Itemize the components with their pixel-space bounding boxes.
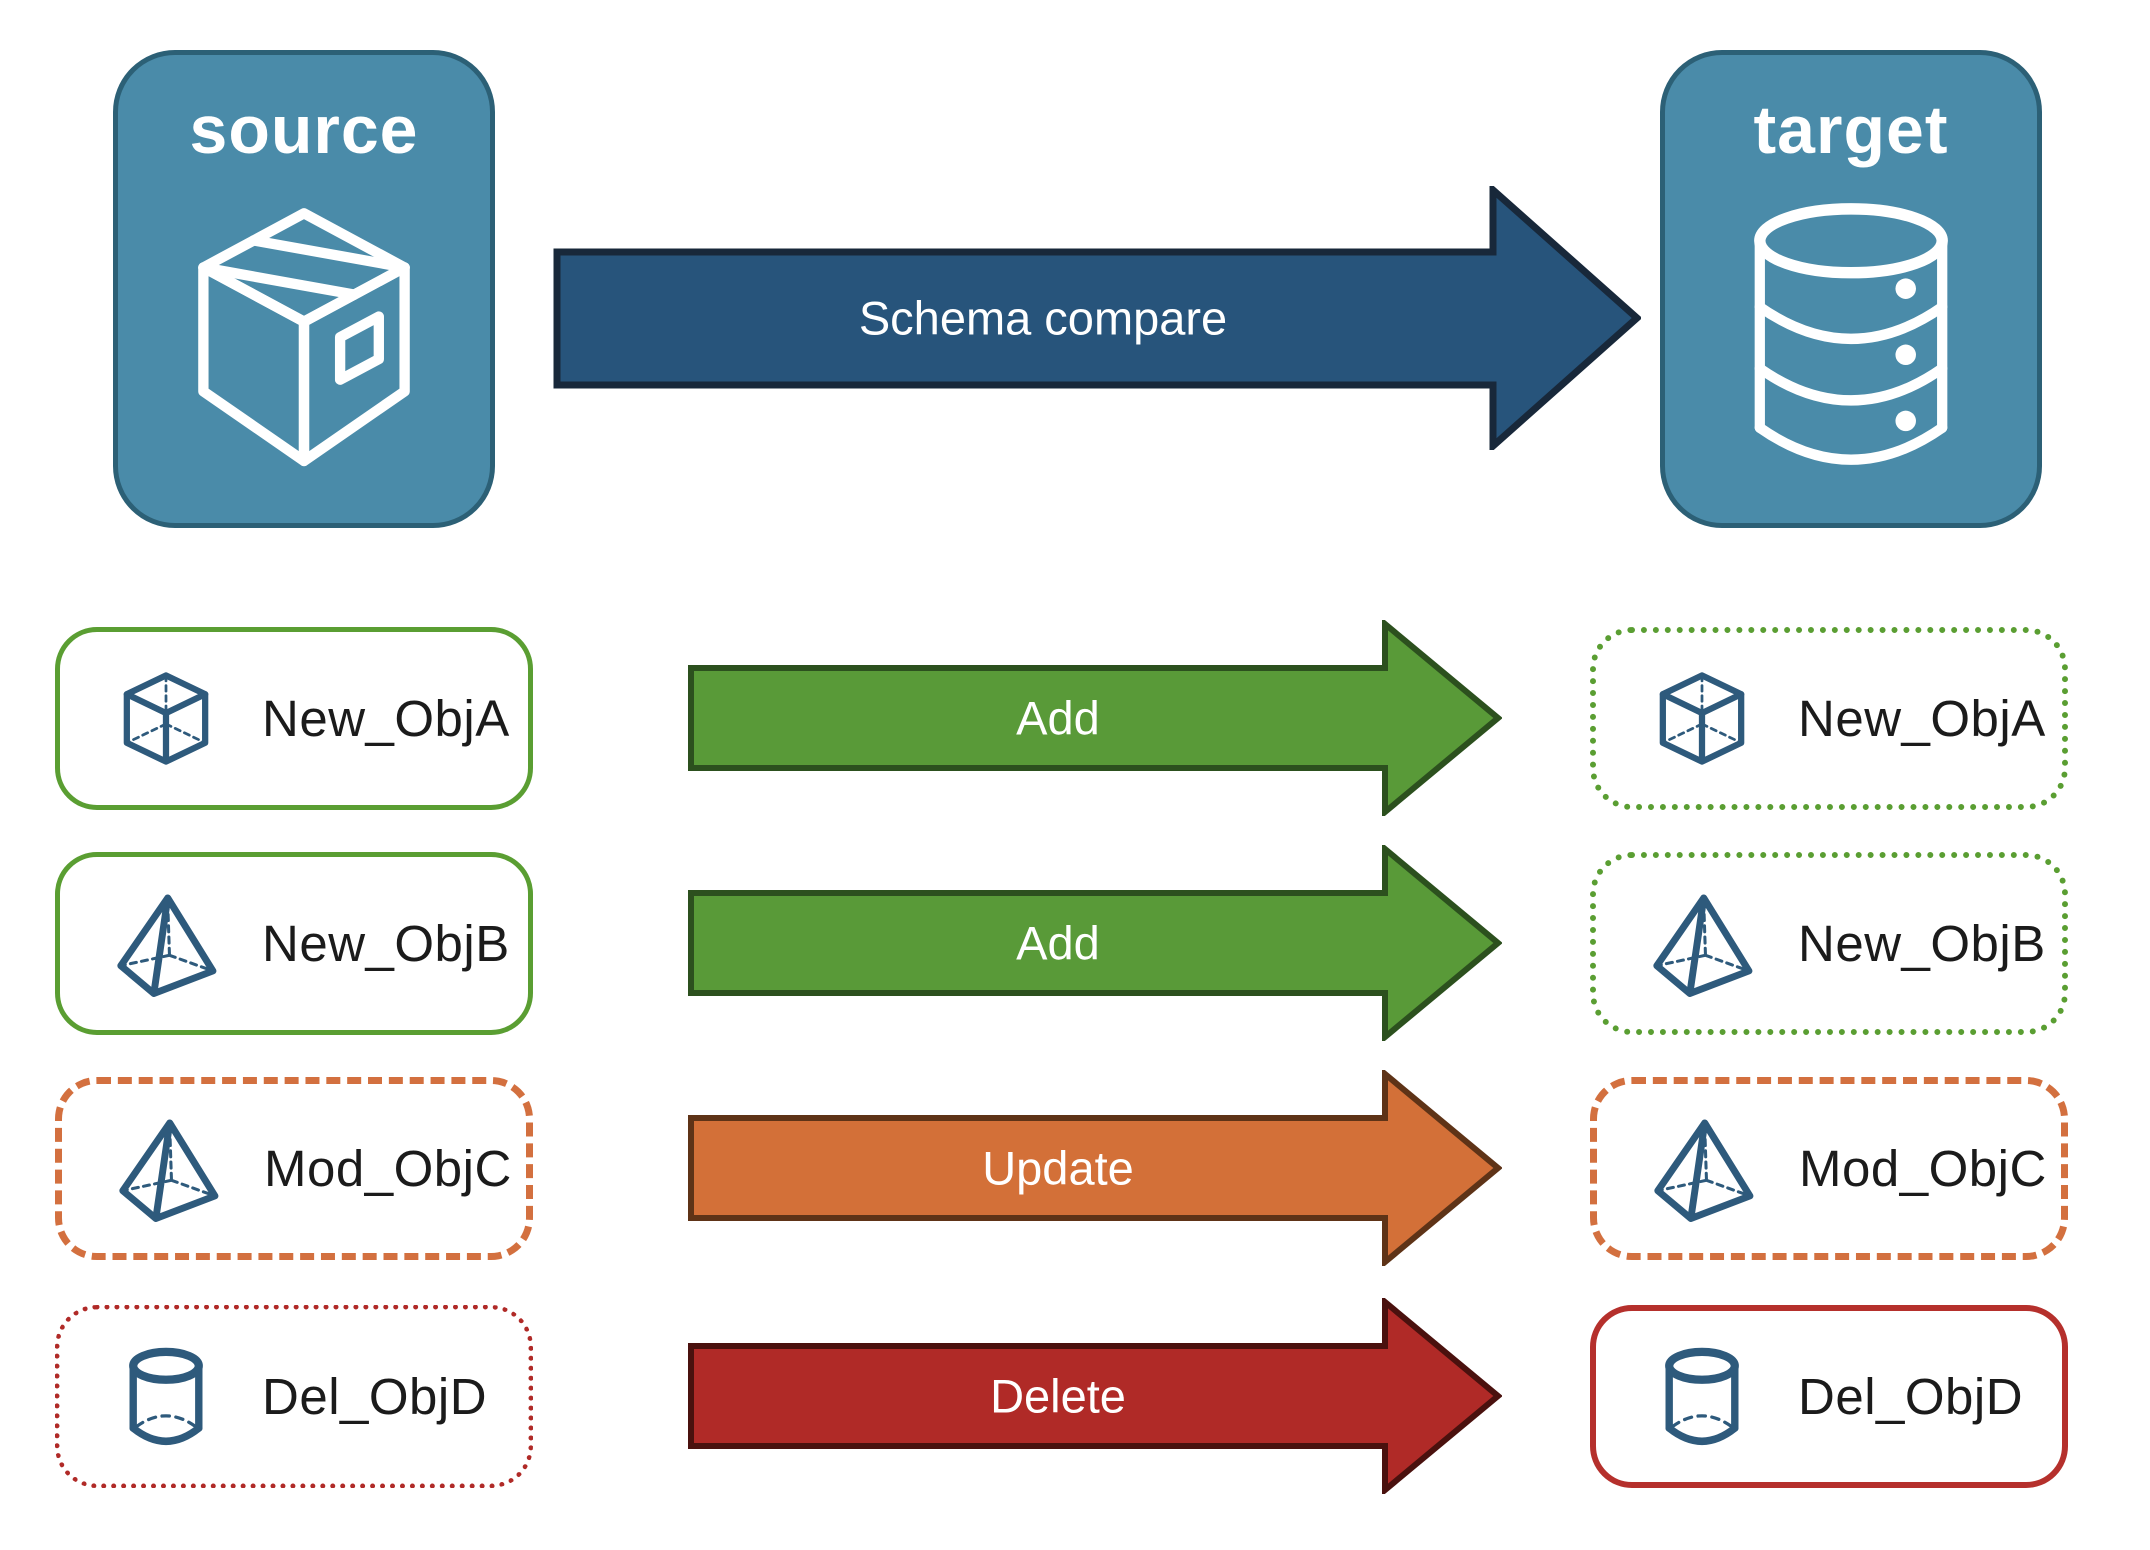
cube-icon: [108, 669, 224, 768]
target-object-new-objb: New_ObjB: [1590, 852, 2068, 1035]
database-icon: [1754, 203, 1948, 465]
target-node: target: [1660, 50, 2042, 528]
schema-compare-arrow: Schema compare: [553, 186, 1641, 450]
object-label: New_ObjA: [262, 690, 510, 747]
action-label: Update: [982, 1142, 1134, 1195]
source-object-new-obja: New_ObjA: [55, 627, 533, 810]
action-label: Add: [1016, 692, 1100, 745]
pyramid-icon: [1644, 891, 1760, 997]
object-label: New_ObjB: [262, 915, 510, 972]
action-label: Delete: [990, 1370, 1126, 1423]
target-label: target: [1753, 92, 1949, 168]
cylinder-icon: [108, 1346, 224, 1448]
target-object-new-obja: New_ObjA: [1590, 627, 2068, 810]
object-label: Mod_ObjC: [264, 1140, 512, 1197]
source-node: source: [113, 50, 495, 528]
cube-icon: [1644, 669, 1760, 768]
pyramid-icon: [110, 1116, 226, 1222]
target-object-mod-objc: Mod_ObjC: [1590, 1077, 2068, 1260]
source-object-del-objd: Del_ObjD: [55, 1305, 533, 1488]
delete-arrow: Delete: [688, 1298, 1502, 1494]
add-arrow-1: Add: [688, 620, 1502, 816]
schema-compare-label: Schema compare: [859, 292, 1227, 345]
package-icon: [198, 208, 410, 467]
object-label: Del_ObjD: [1798, 1368, 2024, 1425]
source-label: source: [189, 92, 419, 168]
object-label: Mod_ObjC: [1799, 1140, 2047, 1197]
target-object-del-objd: Del_ObjD: [1590, 1305, 2068, 1488]
source-object-mod-objc: Mod_ObjC: [55, 1077, 533, 1260]
pyramid-icon: [108, 891, 224, 997]
pyramid-icon: [1645, 1116, 1761, 1222]
action-label: Add: [1016, 917, 1100, 970]
object-label: Del_ObjD: [262, 1368, 488, 1425]
object-label: New_ObjB: [1798, 915, 2046, 972]
update-arrow: Update: [688, 1070, 1502, 1266]
source-object-new-objb: New_ObjB: [55, 852, 533, 1035]
object-label: New_ObjA: [1798, 690, 2046, 747]
add-arrow-2: Add: [688, 845, 1502, 1041]
cylinder-icon: [1644, 1346, 1760, 1448]
